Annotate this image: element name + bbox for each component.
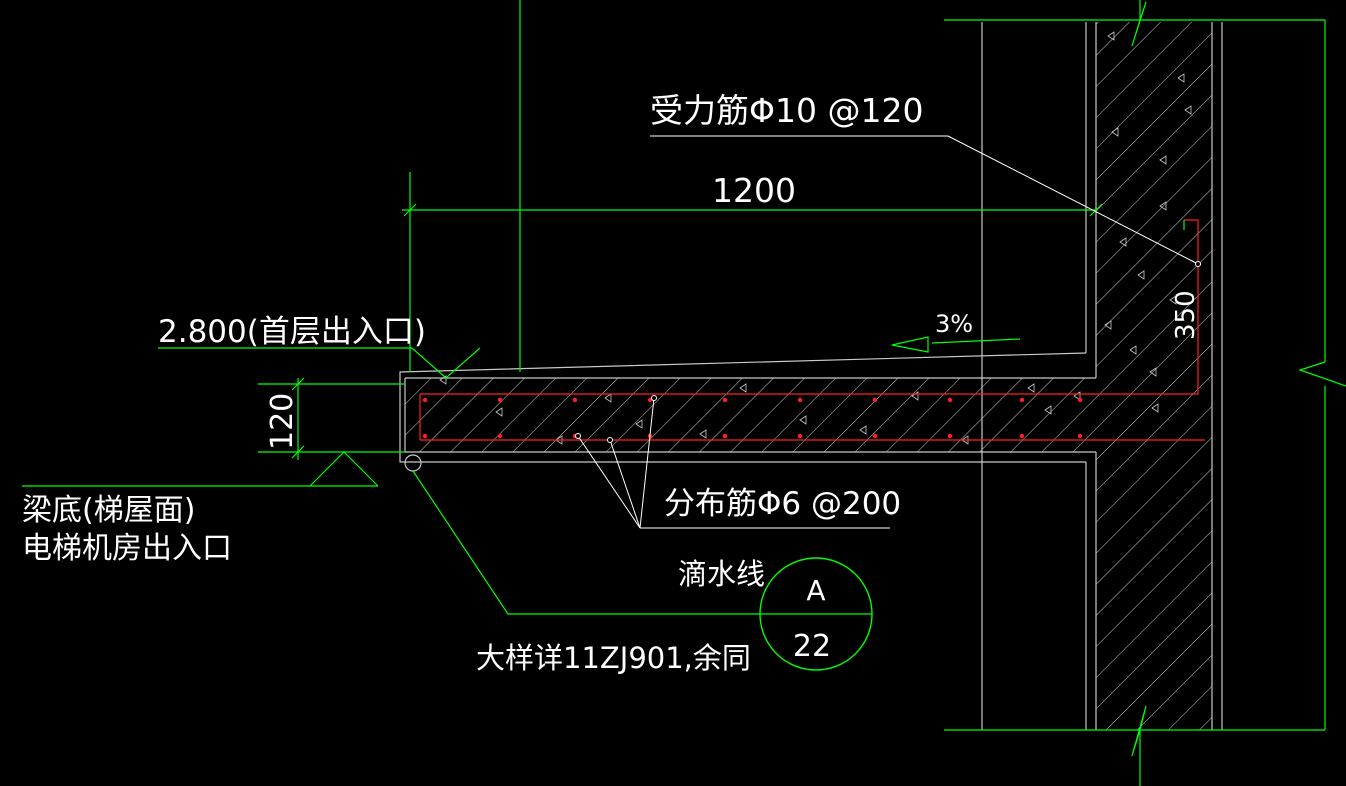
- aggregate-mark: [1111, 127, 1119, 137]
- drip-line-marker: [404, 454, 422, 472]
- callout-top-label: A: [806, 574, 825, 607]
- distribution-rebar-dots: [422, 397, 1083, 439]
- distribution-rebar-label: 分布筋Φ6 @200: [664, 486, 901, 522]
- main-rebar-label: 受力筋Φ10 @120: [650, 91, 923, 130]
- rebar-dot: [1019, 397, 1025, 403]
- aggregate-mark: [495, 407, 503, 417]
- aggregate-mark: [1177, 73, 1185, 83]
- rebar-dot: [872, 433, 878, 439]
- aggregate-mark: [1169, 295, 1177, 305]
- leader-lines: [577, 135, 1199, 529]
- span-dimension-label: 1200: [712, 171, 796, 210]
- aggregate-mark: [1119, 237, 1127, 247]
- aggregate-mark: [699, 429, 707, 439]
- aggregate-mark: [1184, 105, 1192, 115]
- elevation-label: 2.800(首层出入口): [158, 314, 426, 350]
- aggregate-mark: [1137, 270, 1145, 280]
- rebar-dot: [647, 397, 653, 403]
- rebar-dot: [947, 433, 953, 439]
- aggregate-mark: [1027, 383, 1035, 393]
- callout-bottom-label: 22: [793, 629, 831, 664]
- rebar-dot: [422, 397, 428, 403]
- rebar-dot: [797, 433, 803, 439]
- aggregate-mark: [1044, 405, 1052, 415]
- aggregate-mark: [635, 419, 643, 429]
- rebar-dot: [947, 397, 953, 403]
- aggregate-mark: [1159, 201, 1167, 211]
- concrete-section: [405, 22, 1212, 452]
- aggregate-mark: [1151, 403, 1159, 413]
- leader-endpoints: [575, 261, 1201, 443]
- beam-bottom-label: 梁底(梯屋面): [22, 493, 195, 528]
- rebar-dot: [1077, 397, 1083, 403]
- slope-label: 3%: [935, 310, 973, 338]
- rebar-dot: [497, 397, 503, 403]
- aggregate-mark: [1104, 320, 1112, 330]
- aggregate-mark: [739, 383, 747, 393]
- rebar-dot: [722, 397, 728, 403]
- rebar-dot: [497, 433, 503, 439]
- aggregate-mark: [1129, 345, 1137, 355]
- concrete-aggregate-marks: [439, 31, 1192, 445]
- elevator-room-label: 电梯机房出入口: [22, 531, 232, 566]
- detail-callout-bubble: [759, 557, 873, 671]
- rebar-dot: [1077, 433, 1083, 439]
- detail-note-label: 大样详11ZJ901,余同: [476, 641, 751, 675]
- wall-dimension-label: 350: [1171, 290, 1201, 340]
- canopy-slab-outline: [399, 352, 1096, 463]
- aggregate-mark: [1149, 367, 1157, 377]
- aggregate-mark: [1107, 31, 1115, 41]
- aggregate-mark: [1159, 155, 1167, 165]
- dimension-lines: [22, 0, 1346, 786]
- aggregate-mark: [799, 415, 807, 425]
- rebar-dot: [872, 397, 878, 403]
- aggregate-mark: [859, 425, 867, 435]
- rebar-dot: [1019, 433, 1025, 439]
- rebar-lines: [419, 219, 1205, 441]
- aggregate-mark: [604, 393, 612, 403]
- rebar-dot: [422, 433, 428, 439]
- thickness-dimension-label: 120: [265, 393, 300, 450]
- lower-wall-hatch: [1096, 452, 1212, 730]
- drip-line-label: 滴水线: [678, 557, 765, 591]
- rebar-dot: [797, 397, 803, 403]
- rebar-dot: [722, 433, 728, 439]
- rebar-dot: [572, 397, 578, 403]
